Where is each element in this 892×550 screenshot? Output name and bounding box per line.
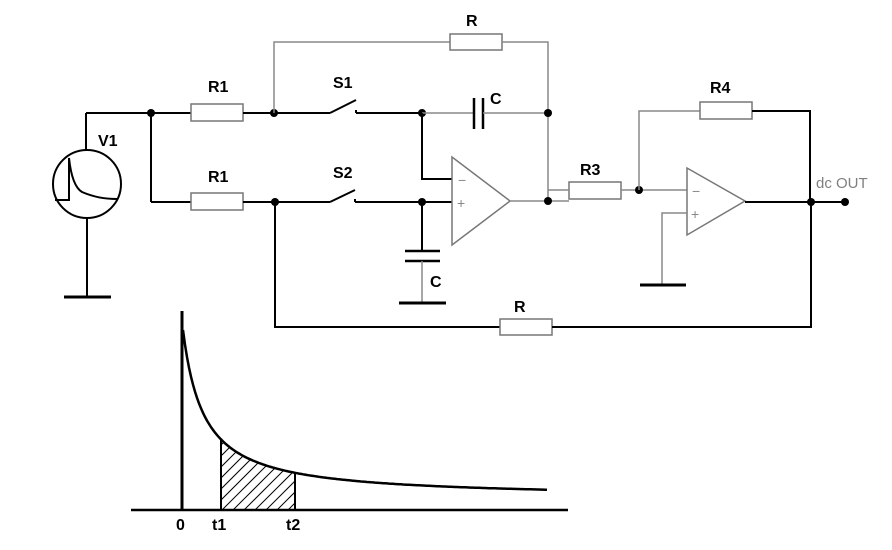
label-r-bottom: R <box>514 299 526 316</box>
hatch-line <box>310 390 430 510</box>
wire-feedback-top-return <box>502 41 549 201</box>
label-s1: S1 <box>333 75 353 92</box>
switch-blade <box>329 99 357 114</box>
switch-blade <box>329 189 356 203</box>
label-dc-out: dc OUT <box>816 175 868 192</box>
junction-node <box>544 109 552 117</box>
wire-to-minus <box>421 113 452 180</box>
tick-label-t1: t1 <box>212 517 226 534</box>
hatch-line <box>221 439 233 510</box>
source-circle <box>52 149 122 219</box>
hatch-line <box>332 390 452 510</box>
wire-r4-in <box>638 110 700 190</box>
wire-plus-ground <box>661 212 687 285</box>
hatch-line <box>221 439 295 510</box>
hatch-line <box>265 439 295 510</box>
opamp-minus-sign: − <box>692 183 700 199</box>
wire-feedback-bottom <box>274 202 500 328</box>
tick-label-0: 0 <box>176 517 185 534</box>
opamp-1: − + <box>451 155 512 247</box>
hatch-line <box>221 439 266 510</box>
opamp-plus-sign: + <box>691 206 699 222</box>
opamp-2: − + <box>686 166 747 237</box>
hatch-line <box>221 439 255 510</box>
hatch-line <box>243 439 295 510</box>
label-s2: S2 <box>333 165 353 182</box>
opamp-triangle <box>686 166 747 237</box>
hatch-line <box>299 390 419 510</box>
resistor-r1-bottom <box>190 192 244 211</box>
hatch-line <box>221 439 295 510</box>
label-c-integrator: C <box>490 91 502 108</box>
hatch-line <box>221 439 295 510</box>
label-r1-top: R1 <box>208 79 229 96</box>
wire-r4-out <box>752 110 811 202</box>
resistor-r3 <box>568 181 622 200</box>
decay-plot: 0 t1 t2 <box>131 311 568 534</box>
label-c-ground: C <box>430 274 442 291</box>
opamp-triangle <box>451 155 512 247</box>
label-r3: R3 <box>580 162 601 179</box>
hatch-line <box>254 439 295 510</box>
hatch-line <box>221 439 295 510</box>
hatch-line <box>221 439 295 510</box>
hatch-line <box>221 439 288 510</box>
wire-feedback-top <box>273 41 450 113</box>
hatch-line <box>321 390 441 510</box>
output-terminal <box>841 198 849 206</box>
hatch-line <box>287 439 295 510</box>
shaded-integration-region <box>221 390 452 510</box>
switch-s2 <box>329 189 452 203</box>
resistor-r-feedback-top <box>449 33 503 51</box>
switch-s1 <box>329 99 422 114</box>
tick-label-t2: t2 <box>286 517 300 534</box>
resistor-r1-top <box>190 103 244 122</box>
label-r4: R4 <box>710 80 731 97</box>
opamp-minus-sign: − <box>458 172 466 188</box>
opamp-plus-sign: + <box>457 195 465 211</box>
decaying-pulse-icon <box>55 157 118 201</box>
label-v1: V1 <box>98 133 118 150</box>
resistor-r4 <box>699 101 753 120</box>
hatch-line <box>221 439 222 510</box>
hatch-line <box>232 439 295 510</box>
hatch-line <box>221 439 277 510</box>
junction-node <box>544 197 552 205</box>
voltage-source-v1: V1 <box>52 113 122 299</box>
label-r-top: R <box>466 13 478 30</box>
resistor-r-feedback-bottom <box>499 318 553 336</box>
wire-feedback-bottom-return <box>552 202 812 328</box>
label-r1-bottom: R1 <box>208 169 229 186</box>
decay-curve <box>181 329 547 491</box>
